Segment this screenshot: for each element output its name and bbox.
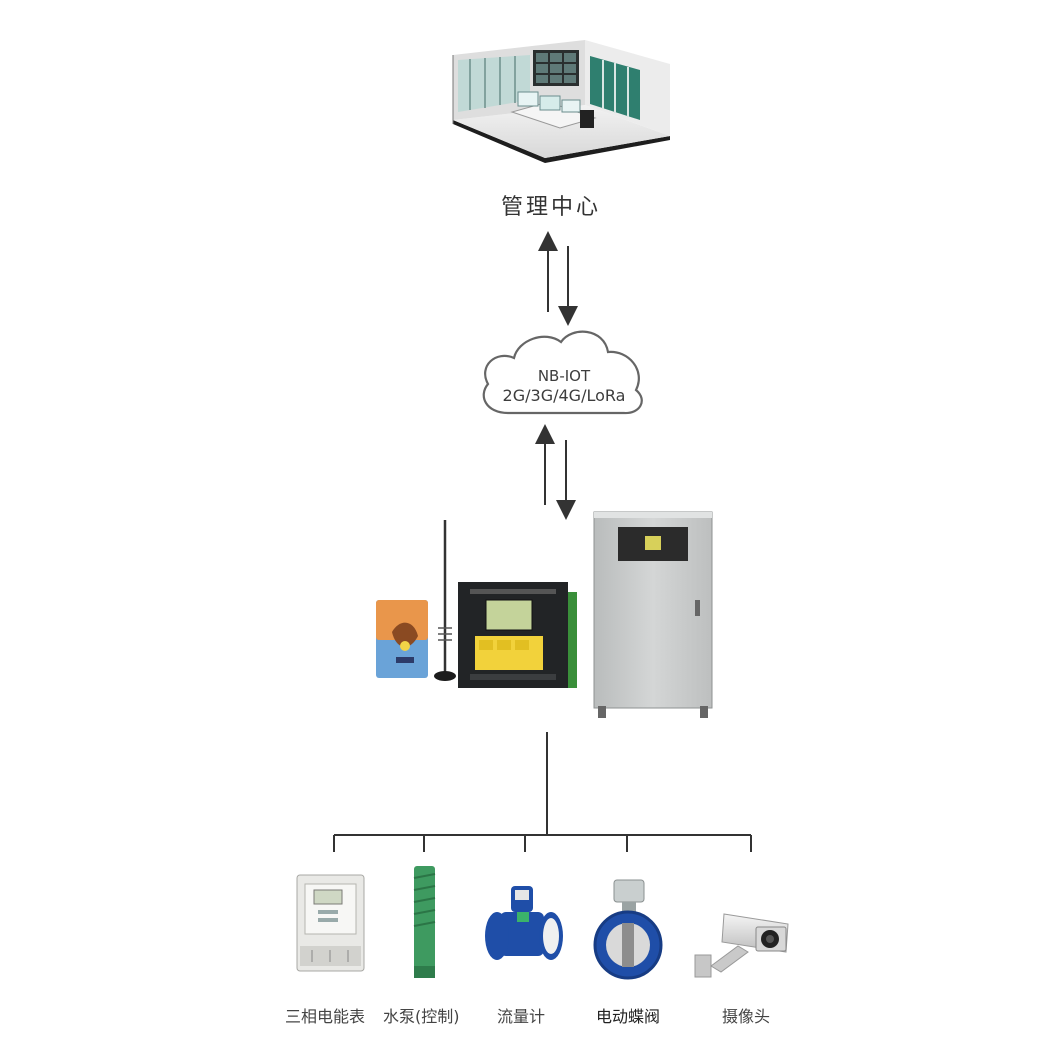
device-label-flowmeter: 流量计 [497,1007,546,1026]
device-label-meter: 三相电能表 [285,1007,366,1026]
control-cabinet-image [593,511,713,718]
water-pump-image [413,866,436,978]
network-label-line1: NB-IOT [537,367,591,385]
network-label: NB-IOT 2G/3G/4G/LoRa [486,366,642,406]
bus-lines [333,732,752,852]
ic-card-image [376,600,428,678]
camera-image [694,913,789,978]
controller-terminal-image [458,582,577,688]
management-center-label: 管理中心 [501,195,602,220]
device-label-pump: 水泵(控制) [383,1007,460,1026]
antenna-icon [434,520,456,681]
device-label-camera: 摄像头 [722,1007,771,1026]
flowmeter-image [485,886,563,960]
butterfly-valve-image [593,879,663,980]
cloud-icon [482,330,643,415]
electric-meter-image [296,874,365,972]
device-label-valve: 电动蝶阀 [596,1007,661,1026]
control-room-image [452,40,670,163]
network-label-line2: 2G/3G/4G/LoRa [502,386,626,405]
